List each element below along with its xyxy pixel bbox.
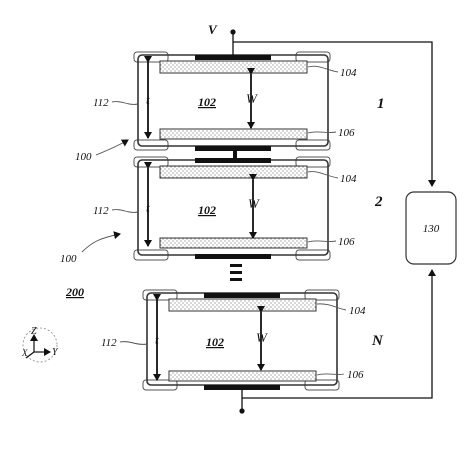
ref-104-label: 104 <box>340 173 357 185</box>
bottom-contact-plate <box>195 254 271 259</box>
ref-100-pointer: 100 <box>75 139 129 163</box>
corner-tab <box>295 139 331 151</box>
thickness-label: t <box>155 332 159 347</box>
cell-number-label: N <box>371 333 384 349</box>
wiring: V <box>208 22 436 414</box>
voltage-label: V <box>208 22 218 37</box>
bottom-electrode <box>168 370 317 382</box>
leader-112 <box>119 341 148 345</box>
device-130-box <box>405 191 457 265</box>
width-label: W <box>246 91 258 106</box>
continuation-dashes <box>230 264 242 281</box>
top-electrode <box>159 165 308 179</box>
top-contact-plate <box>195 55 271 60</box>
top-wire <box>233 41 436 187</box>
thickness-label: t <box>146 92 150 107</box>
ref-106-label: 106 <box>338 127 355 139</box>
ref-102-label: 102 <box>206 335 224 349</box>
ref-102-label: 102 <box>198 95 216 109</box>
leader-106 <box>307 131 337 134</box>
leader-104 <box>307 65 339 73</box>
cell-number-label: 2 <box>374 194 383 210</box>
corner-tab <box>133 139 169 151</box>
x-axis-label: X <box>21 348 28 358</box>
bottom-contact-plate <box>195 146 271 151</box>
leader-106 <box>316 373 345 376</box>
width-label: W <box>256 330 268 345</box>
bottom-contact-plate <box>204 385 280 390</box>
y-axis-label: Y <box>52 347 59 358</box>
ref-102-label: 102 <box>198 203 216 217</box>
ref-106-label: 106 <box>338 236 355 248</box>
ref-112-label: 112 <box>101 337 117 349</box>
top-contact-plate <box>204 293 280 298</box>
thickness-label: t <box>146 200 150 215</box>
ref-104-label: 104 <box>340 67 357 79</box>
ref-106-label: 106 <box>347 369 364 381</box>
bottom-electrode <box>159 237 308 249</box>
ref-112-label: 112 <box>93 205 109 217</box>
leader-104 <box>316 303 347 311</box>
ref-130-label: 130 <box>423 223 440 235</box>
bottom-wire <box>242 269 436 399</box>
axis-indicator: Z X Y <box>21 326 59 363</box>
z-axis-label: Z <box>31 326 37 337</box>
leader-106 <box>307 240 337 243</box>
width-label: W <box>248 196 260 211</box>
cell-1: t W 102 104 106 112 1 <box>93 51 385 151</box>
top-electrode <box>159 60 308 74</box>
svg-text:100: 100 <box>75 151 92 163</box>
ref-200-label: 200 <box>65 285 84 299</box>
svg-text:100: 100 <box>60 253 77 265</box>
cell-number-label: 1 <box>377 96 385 112</box>
series-connector <box>233 151 237 160</box>
cell-2: t W 102 104 106 112 2 <box>93 156 383 261</box>
bottom-electrode <box>159 128 308 140</box>
ref-104-label: 104 <box>349 305 366 317</box>
ref-112-label: 112 <box>93 97 109 109</box>
ref-100-pointer: 100 <box>60 231 121 265</box>
leader-104 <box>307 171 339 179</box>
leader-112 <box>111 209 139 213</box>
leader-112 <box>111 101 139 105</box>
cell-n: t W 102 104 106 112 N <box>101 289 384 391</box>
top-contact-plate <box>195 158 271 163</box>
top-electrode <box>168 298 317 312</box>
